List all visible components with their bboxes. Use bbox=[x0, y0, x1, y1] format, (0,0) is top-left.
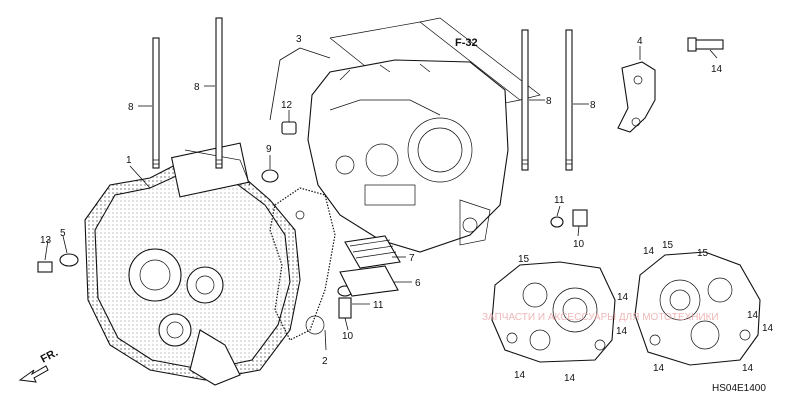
left-crankcase-half bbox=[84, 142, 301, 386]
callout-3: 3 bbox=[296, 34, 302, 45]
callout-11a: 11 bbox=[373, 300, 384, 311]
callout-8d: 8 bbox=[590, 100, 596, 111]
watermark-text: ЗАПЧАСТИ И АКСЕССУАРЫ ДЛЯ МОТОТЕХНИКИ bbox=[482, 312, 719, 323]
plug-cap bbox=[59, 253, 79, 267]
callout-14b: 14 bbox=[643, 246, 655, 257]
callout-14g: 14 bbox=[514, 370, 526, 381]
leader-lines bbox=[44, 46, 718, 351]
stud-bolts bbox=[152, 17, 573, 171]
callout-15c: 15 bbox=[697, 248, 709, 259]
callout-9: 9 bbox=[266, 144, 272, 155]
callout-15b: 15 bbox=[662, 240, 674, 251]
callout-13: 13 bbox=[40, 235, 52, 246]
callout-14h: 14 bbox=[564, 373, 576, 384]
callout-15a: 15 bbox=[518, 254, 530, 265]
engine-hanger-bracket bbox=[617, 37, 724, 133]
callout-2: 2 bbox=[322, 356, 328, 367]
drain-bolt bbox=[37, 261, 53, 273]
callout-6: 6 bbox=[415, 278, 421, 289]
callout-11b: 11 bbox=[554, 195, 565, 206]
callout-8a: 8 bbox=[128, 102, 134, 113]
oil-strainer-bolt bbox=[338, 297, 352, 319]
dowel-pin bbox=[281, 121, 297, 135]
front-direction-indicator: FR. bbox=[18, 347, 60, 383]
callout-14i: 14 bbox=[653, 363, 665, 374]
washer bbox=[550, 216, 564, 228]
callout-14j: 14 bbox=[742, 363, 754, 374]
callout-14a: 14 bbox=[711, 64, 723, 75]
callout-7: 7 bbox=[409, 253, 415, 264]
stud-bolt-2 bbox=[215, 17, 223, 169]
callout-12: 12 bbox=[281, 100, 293, 111]
callout-4: 4 bbox=[637, 36, 643, 47]
stud-bolt-3 bbox=[521, 29, 529, 171]
plug-bolt bbox=[572, 209, 588, 227]
callout-labels: 1 2 3 4 5 6 7 8 8 8 8 9 10 10 11 11 12 1… bbox=[40, 34, 774, 384]
callout-10a: 10 bbox=[342, 331, 354, 342]
direction-label: FR. bbox=[39, 347, 60, 366]
right-crankcase-inner-view bbox=[491, 261, 616, 363]
callout-1: 1 bbox=[126, 155, 132, 166]
callout-8c: 8 bbox=[546, 96, 552, 107]
watermark: ЗАПЧАСТИ И АКСЕССУАРЫ ДЛЯ МОТОТЕХНИКИ bbox=[482, 312, 719, 323]
small-parts bbox=[37, 121, 588, 319]
left-crankcase-inner-view bbox=[634, 251, 761, 366]
callout-10b: 10 bbox=[573, 239, 585, 250]
section-reference-label: F-32 bbox=[455, 37, 478, 49]
callout-5: 5 bbox=[60, 228, 66, 239]
stud-bolt-4 bbox=[565, 29, 573, 171]
callout-14d: 14 bbox=[616, 326, 628, 337]
diagram-code: HS04E1400 bbox=[712, 383, 766, 394]
crankcase-gasket bbox=[269, 187, 336, 341]
oil-strainer bbox=[339, 235, 401, 297]
callout-14e: 14 bbox=[747, 310, 759, 321]
stud-bolt-1 bbox=[152, 37, 160, 169]
oil-seal bbox=[261, 169, 279, 183]
right-crankcase-half bbox=[307, 59, 509, 253]
callout-14c: 14 bbox=[617, 292, 629, 303]
bracket-bolt bbox=[694, 39, 724, 50]
callout-14f: 14 bbox=[762, 323, 774, 334]
front-arrow-icon bbox=[18, 365, 49, 383]
callout-8b: 8 bbox=[194, 82, 200, 93]
